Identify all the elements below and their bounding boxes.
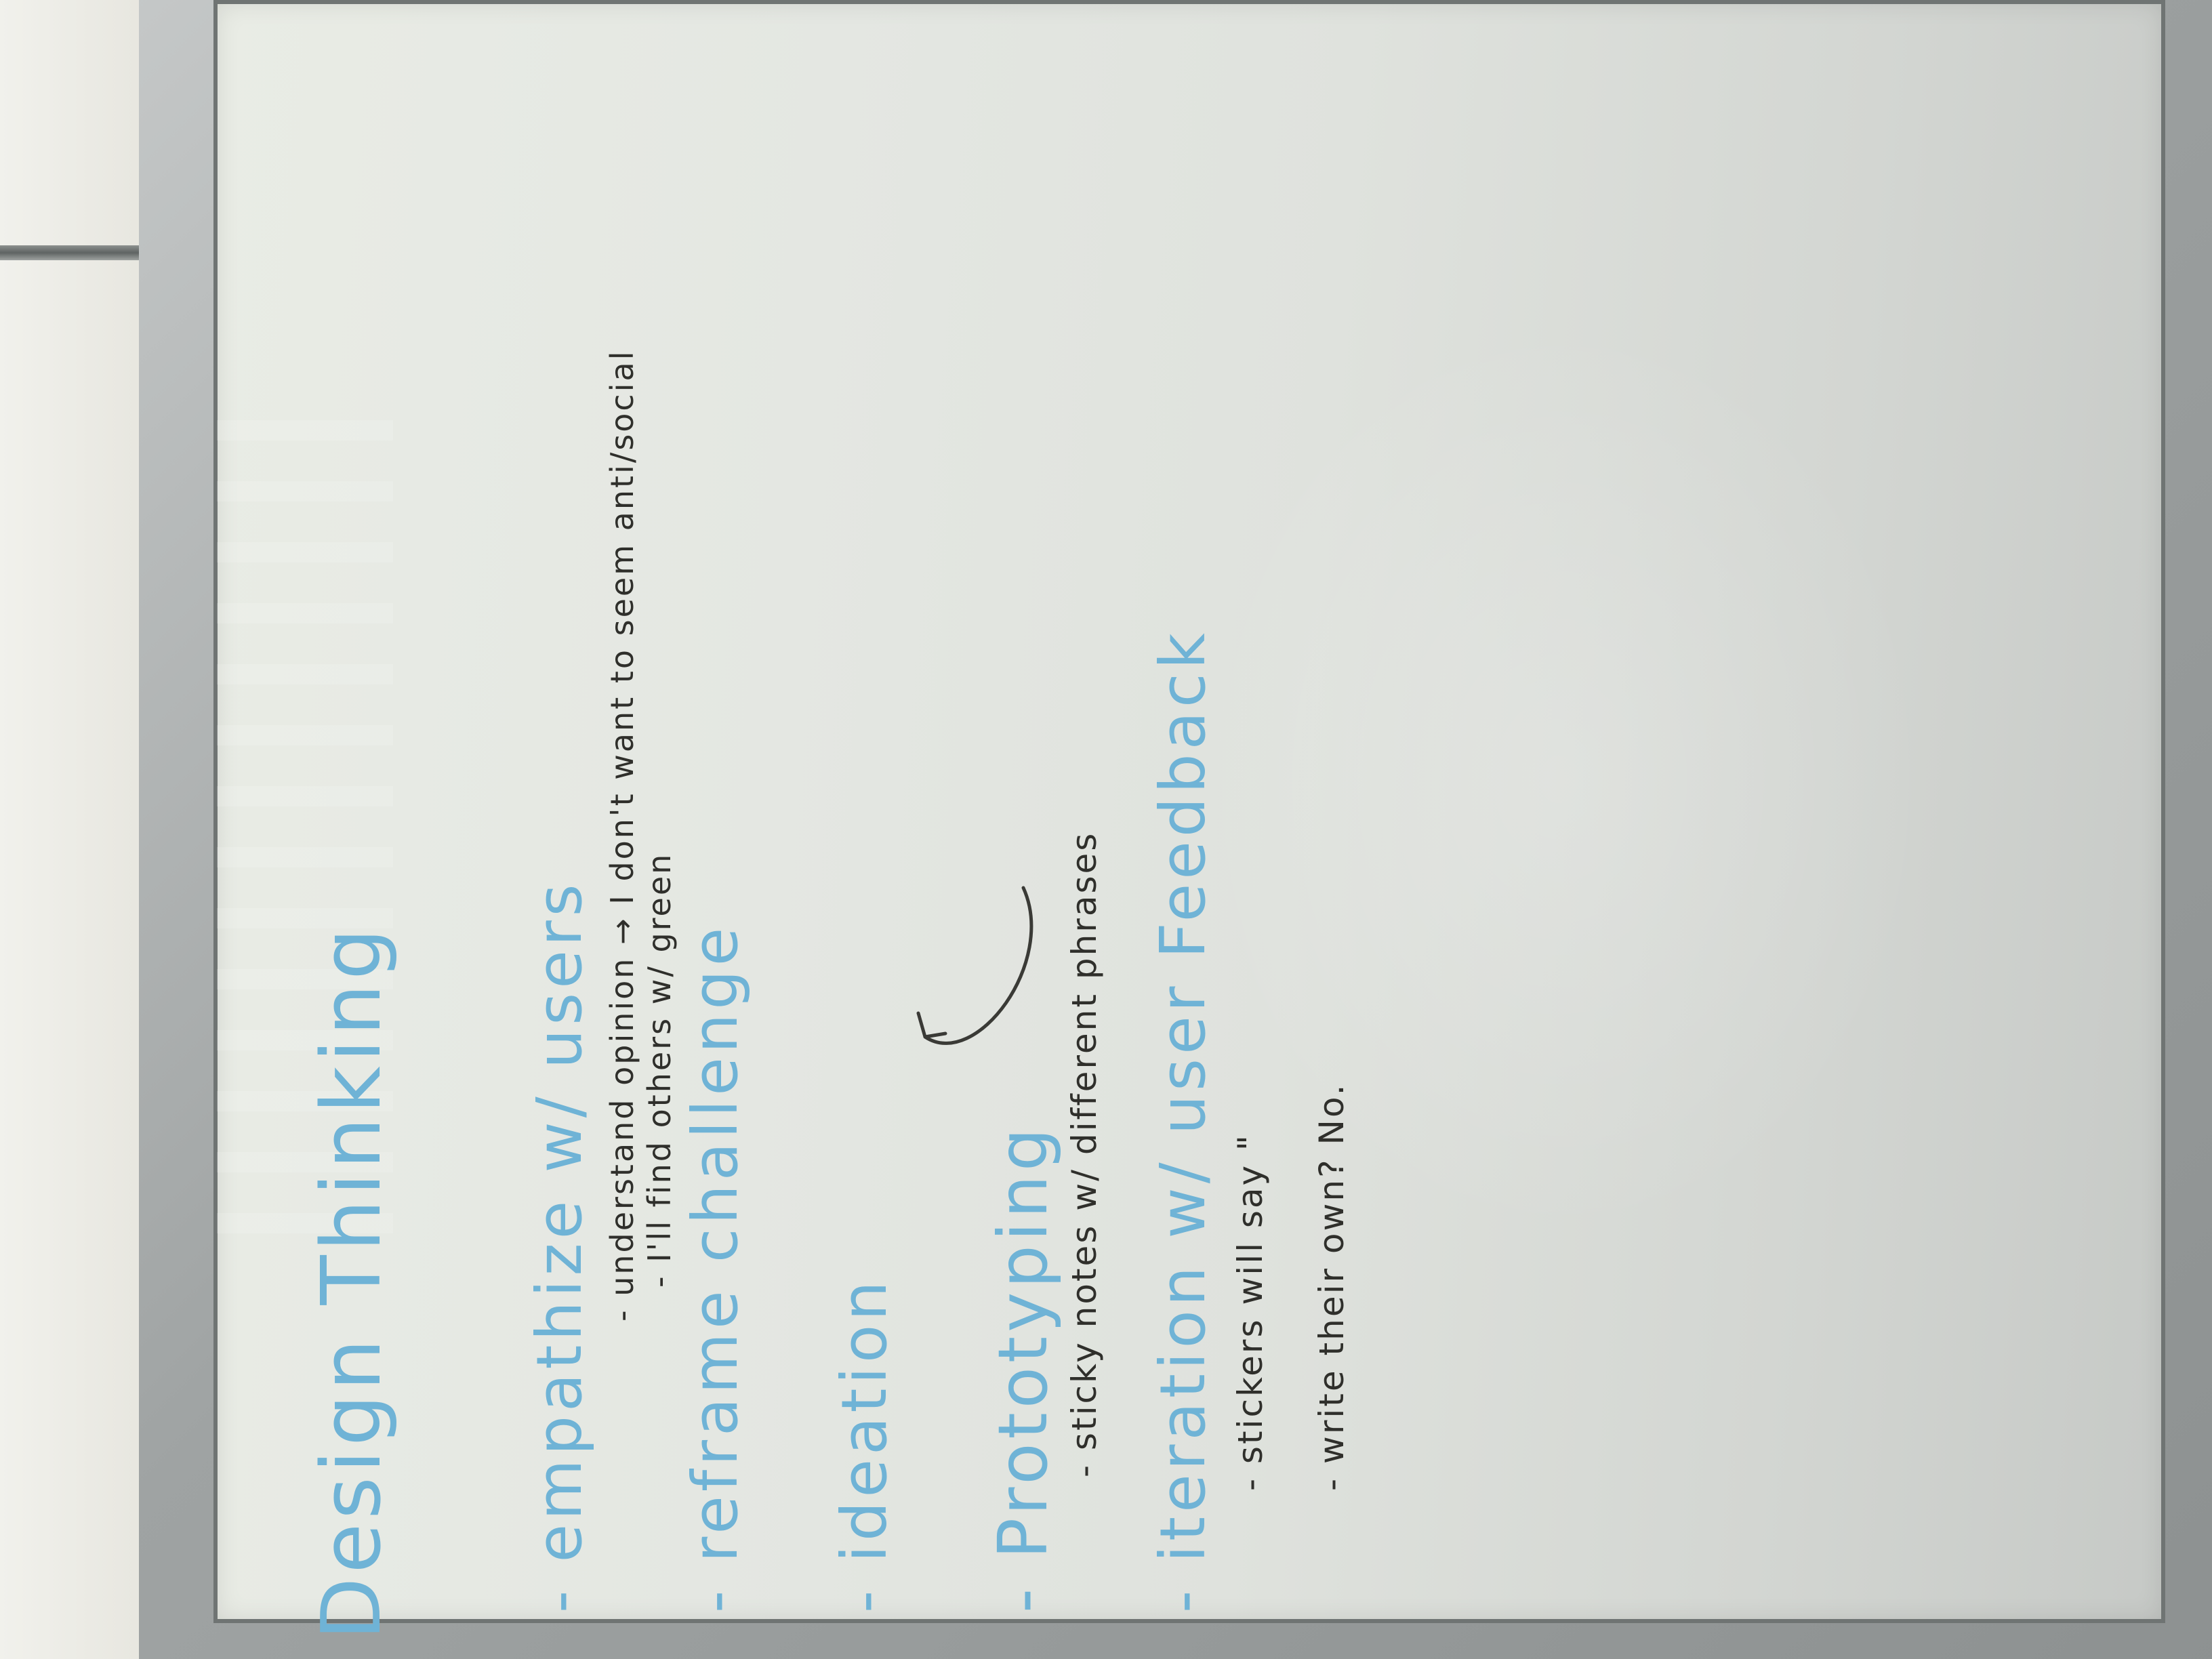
item-ideation: - ideation — [828, 1277, 901, 1613]
window-reflection — [217, 380, 393, 1261]
item-prototyping: - Prototyping — [983, 1124, 1063, 1613]
note-sticky-notes: - sticky notes w/ different phrases — [1065, 831, 1104, 1477]
note-understand-opinion: - understand opinion → I don't want to s… — [604, 349, 640, 1322]
whiteboard-surface — [213, 0, 2165, 1623]
item-iteration: - iteration w/ user Feedback — [1147, 629, 1219, 1613]
wall-panel — [0, 0, 149, 1659]
note-write-their-own: - write their own? No. — [1312, 1082, 1351, 1491]
note-stickers-will-say: - stickers will say " — [1231, 1132, 1270, 1491]
item-empathize: - empathize w/ users — [523, 880, 596, 1613]
item-reframe-challenge: - reframe challenge — [679, 923, 752, 1613]
wall-seam — [0, 245, 142, 260]
whiteboard-title: Design Thinking — [305, 924, 399, 1640]
note-find-others: - I'll find others w/ green — [641, 852, 678, 1288]
